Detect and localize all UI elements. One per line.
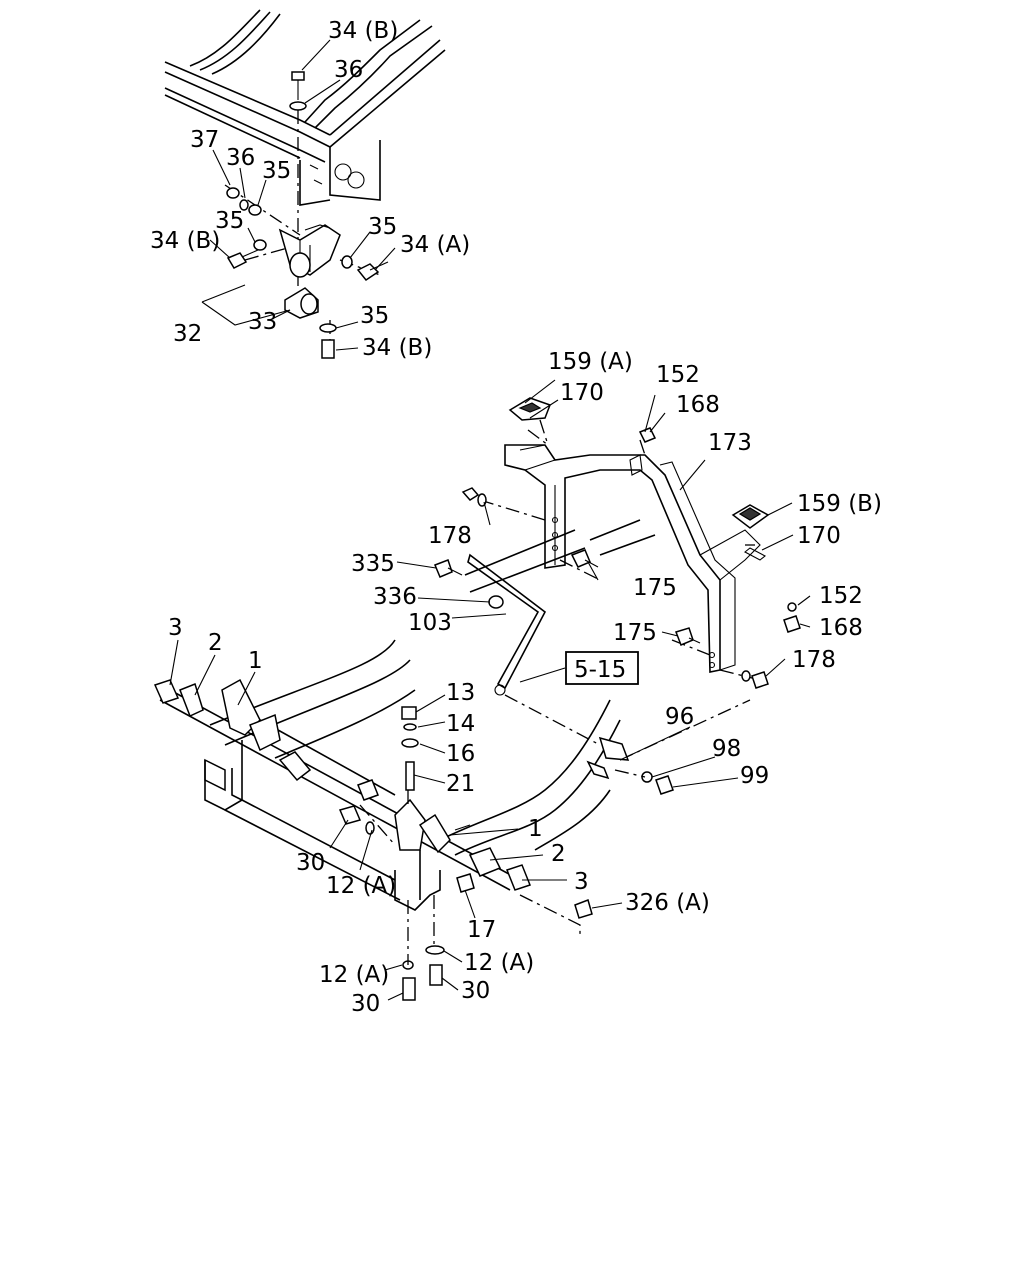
fasteners-top <box>226 71 389 359</box>
label-ref-5-15: 5-15 <box>574 657 626 683</box>
label-16: 16 <box>446 741 475 767</box>
label-2-left: 2 <box>208 630 223 656</box>
leaders-top <box>201 39 396 351</box>
label-335: 335 <box>351 551 395 577</box>
leaders-right <box>396 379 811 683</box>
label-170-top: 170 <box>560 380 604 406</box>
bushing-part <box>284 287 319 319</box>
frame-rail-top <box>164 9 446 206</box>
label-34b-left: 34 (B) <box>150 228 220 254</box>
label-175-b: 175 <box>613 620 657 646</box>
label-98: 98 <box>712 736 741 762</box>
label-35-b: 35 <box>215 208 244 234</box>
label-36-left: 36 <box>226 145 255 171</box>
label-12a-b: 12 (A) <box>464 950 534 976</box>
label-152-right: 152 <box>819 583 863 609</box>
label-1-left: 1 <box>248 648 263 674</box>
label-37: 37 <box>190 127 219 153</box>
label-2-right: 2 <box>551 841 566 867</box>
mount-bracket <box>278 224 341 278</box>
centerlines-right <box>479 419 761 761</box>
leaders-bottom <box>169 639 739 1001</box>
label-175-a: 175 <box>633 575 677 601</box>
callout-labels: 34 (B) 36 37 36 35 35 35 34 (B) 34 (A) 3… <box>150 18 882 1017</box>
label-159b: 159 (B) <box>797 491 882 517</box>
label-178-left: 178 <box>428 523 472 549</box>
fasteners-right <box>434 427 801 689</box>
label-159a: 159 (A) <box>548 349 633 375</box>
label-34b-top: 34 (B) <box>328 18 398 44</box>
label-99: 99 <box>740 763 769 789</box>
label-12a-c: 12 (A) <box>319 962 389 988</box>
label-13: 13 <box>446 680 475 706</box>
label-21: 21 <box>446 771 475 797</box>
label-170-right: 170 <box>797 523 841 549</box>
bracket-right <box>394 798 502 911</box>
label-33: 33 <box>248 309 277 335</box>
label-152-top: 152 <box>656 362 700 388</box>
label-336: 336 <box>373 584 417 610</box>
label-36-top: 36 <box>334 57 363 83</box>
label-35-d: 35 <box>360 303 389 329</box>
label-168-top: 168 <box>676 392 720 418</box>
label-326a: 326 (A) <box>625 890 710 916</box>
label-168-right: 168 <box>819 615 863 641</box>
label-34a: 34 (A) <box>400 232 470 258</box>
side-rails <box>209 519 656 856</box>
centerlines-bottom <box>359 769 646 965</box>
label-35-c: 35 <box>368 214 397 240</box>
label-1-right: 1 <box>528 816 543 842</box>
label-12a-a: 12 (A) <box>326 873 396 899</box>
label-3-left: 3 <box>168 615 183 641</box>
carrier-frame <box>504 444 761 673</box>
pad-159a <box>508 397 551 421</box>
bracket-left <box>204 678 401 901</box>
label-3-right: 3 <box>574 869 589 895</box>
label-103: 103 <box>408 610 452 636</box>
label-35-a: 35 <box>262 158 291 184</box>
stay-rod <box>467 553 547 696</box>
label-14: 14 <box>446 711 475 737</box>
label-30-a: 30 <box>296 850 325 876</box>
stud-stack <box>338 706 674 1001</box>
label-30-b: 30 <box>461 978 490 1004</box>
label-173: 173 <box>708 430 752 456</box>
label-17: 17 <box>467 917 496 943</box>
label-178-right: 178 <box>792 647 836 673</box>
label-34b-bottom: 34 (B) <box>362 335 432 361</box>
pad-159b <box>731 504 770 529</box>
label-96: 96 <box>665 704 694 730</box>
label-30-c: 30 <box>351 991 380 1017</box>
reference-box[interactable] <box>565 651 639 685</box>
label-32: 32 <box>173 321 202 347</box>
